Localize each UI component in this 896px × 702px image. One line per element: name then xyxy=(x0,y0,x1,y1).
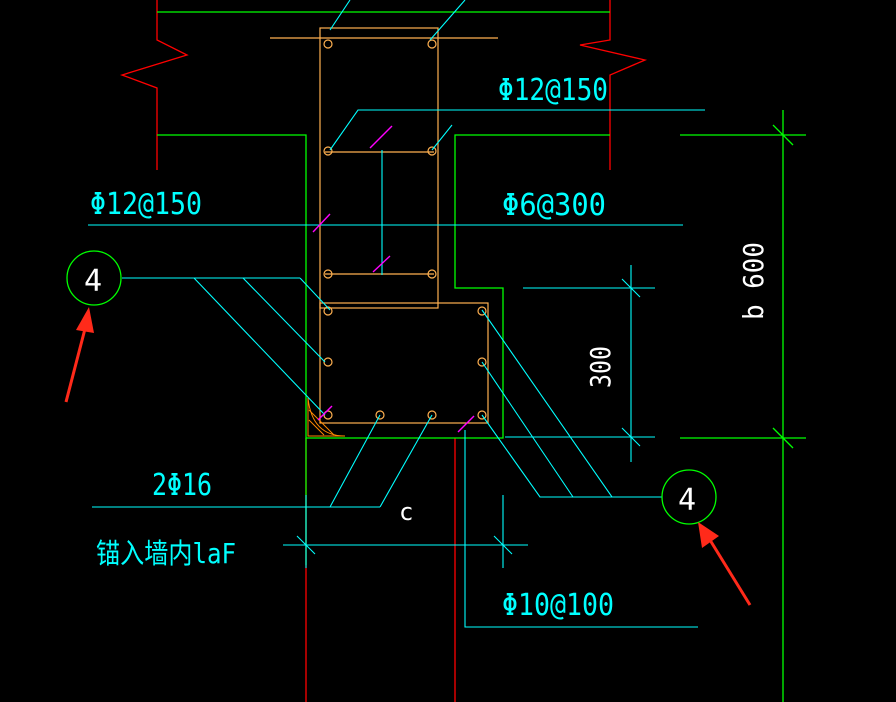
rebar-dot xyxy=(323,146,333,156)
rebar-dot xyxy=(323,269,333,279)
rebar-dot xyxy=(323,306,333,316)
rebar xyxy=(270,27,498,424)
corner-hatch xyxy=(307,397,346,437)
label-top-slab-rebar: Φ12@150 xyxy=(498,73,608,108)
arrow-left xyxy=(64,307,94,403)
rebar-dot xyxy=(427,39,437,49)
right-dim-tick-top xyxy=(772,124,794,146)
rebar-dot xyxy=(477,410,487,420)
left-slab-outline xyxy=(157,134,610,439)
rebar-dot xyxy=(375,410,385,420)
callout-number-right: 4 xyxy=(678,483,696,518)
concrete-outline xyxy=(157,11,806,702)
callout-circle-left xyxy=(66,250,122,306)
rebar-dot xyxy=(427,410,437,420)
tick-marks xyxy=(312,125,475,433)
callout-number-left: 4 xyxy=(84,264,102,299)
arrow-right xyxy=(698,522,752,606)
rebar-dot xyxy=(477,357,487,367)
label-stirrups: Φ10@100 xyxy=(502,588,614,623)
left-wall-break xyxy=(119,0,189,170)
label-height-300: 300 xyxy=(584,346,617,388)
callout-circle-right xyxy=(661,469,717,525)
rebar-dot xyxy=(427,146,437,156)
label-cover: c xyxy=(399,498,413,526)
rebar-dot xyxy=(323,410,333,420)
rebar-dot xyxy=(427,269,437,279)
label-left-slab-rebar: Φ12@150 xyxy=(90,187,202,222)
label-stirrup-tie: Φ6@300 xyxy=(502,188,606,223)
label-anchor-note: 锚入墙内laF xyxy=(96,537,236,570)
beam-stirrup xyxy=(319,302,489,424)
wall-stirrup xyxy=(319,27,439,309)
rebar-dot xyxy=(323,39,333,49)
rebar-dot xyxy=(323,357,333,367)
leader-lines xyxy=(88,0,705,628)
right-wall-break xyxy=(579,0,648,170)
label-height-600: b 600 xyxy=(737,242,770,320)
rebar-dot xyxy=(477,306,487,316)
right-dim-tick-bottom xyxy=(772,427,794,449)
label-bottom-bars: 2Φ16 xyxy=(152,468,212,503)
